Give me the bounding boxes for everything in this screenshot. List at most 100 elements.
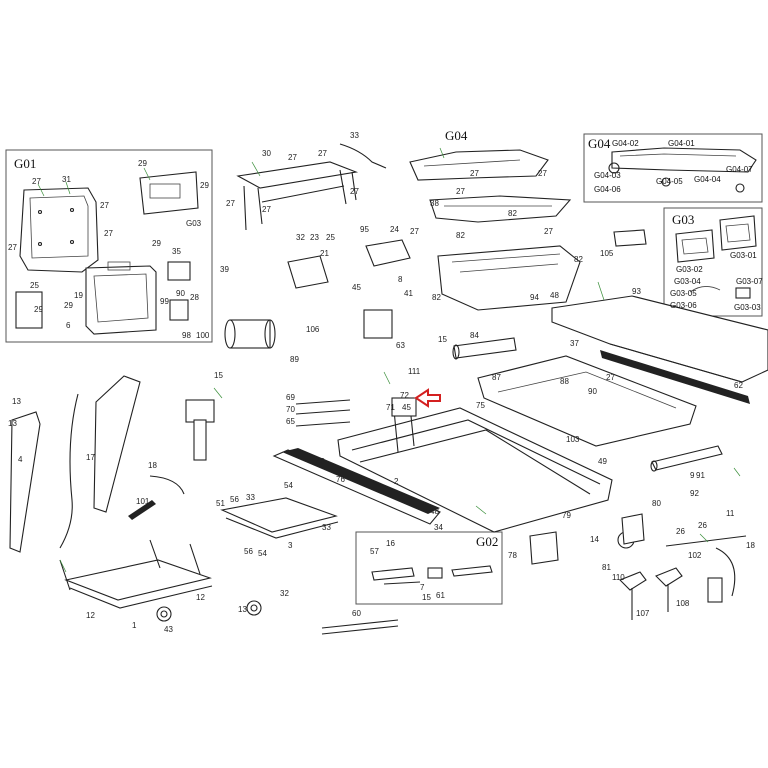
g04-02-label: G04-02 — [612, 139, 639, 148]
callout: 105 — [600, 249, 614, 258]
cross-bar-60 — [321, 619, 399, 635]
callout: 35 — [172, 247, 181, 256]
g01-plate — [15, 261, 191, 329]
deck-frame-inner — [497, 371, 677, 409]
callout: 40 — [316, 457, 325, 466]
g03-06-label: G03-06 — [670, 301, 697, 310]
callout: 33 — [350, 131, 359, 140]
callout: 33 — [322, 523, 331, 532]
motor-board — [363, 309, 393, 339]
callout: 63 — [396, 341, 405, 350]
callout: 13 — [238, 605, 247, 614]
callout: 32 — [280, 589, 289, 598]
g04-05-label: G04-05 — [656, 177, 683, 186]
g03-04-label: G03-04 — [674, 277, 701, 286]
tubes — [295, 399, 351, 427]
callout: 15 — [214, 371, 223, 380]
callout: 103 — [566, 435, 580, 444]
callout: 54 — [258, 549, 267, 558]
g03-03-label: G03-03 — [734, 303, 761, 312]
callout: 38 — [430, 199, 439, 208]
callout: 27 — [100, 201, 109, 210]
g03-01-label: G03-01 — [730, 251, 757, 260]
g04-top-label: G04 — [445, 128, 468, 143]
callout: 27 — [544, 227, 553, 236]
g01-board — [139, 171, 199, 215]
callout: 8 — [398, 275, 403, 284]
callout: 2 — [394, 477, 399, 486]
callout: 28 — [190, 293, 199, 302]
callout: 4 — [18, 455, 23, 464]
callout: 102 — [688, 551, 702, 560]
callout: 15 — [438, 335, 447, 344]
callout: 13 — [12, 397, 21, 406]
callout: 89 — [290, 355, 299, 364]
main-base-frame — [337, 397, 613, 533]
g04-label: G04 — [588, 136, 611, 151]
callout: 27 — [538, 169, 547, 178]
g03-label: G03 — [672, 212, 694, 227]
callout: 33 — [246, 493, 255, 502]
callout: 21 — [320, 249, 329, 258]
post-50 — [185, 399, 215, 461]
callout: 76 — [336, 475, 345, 484]
callout: 31 — [62, 175, 71, 184]
callout: 94 — [530, 293, 539, 302]
callout: 79 — [562, 511, 571, 520]
callout: 27 — [104, 229, 113, 238]
g04-01-label: G04-01 — [668, 139, 695, 148]
cable-18 — [149, 475, 185, 495]
callout: 75 — [476, 401, 485, 410]
callout: 26 — [698, 521, 707, 530]
handle-bar-assembly — [409, 149, 572, 223]
callout: 62 — [734, 381, 743, 390]
callout: 18 — [148, 461, 157, 470]
callout: 27 — [32, 177, 41, 186]
callout: 3 — [288, 541, 293, 550]
callout: 78 — [508, 551, 517, 560]
g04-frame — [583, 133, 763, 203]
callout: 25 — [30, 281, 39, 290]
callout: 54 — [284, 481, 293, 490]
g04-03-label: G04-03 — [594, 171, 621, 180]
g01-label: G01 — [14, 156, 36, 171]
callout: 70 — [286, 405, 295, 414]
callout: 45 — [402, 403, 411, 412]
callout: G03 — [186, 219, 202, 228]
callout: 27 — [262, 205, 271, 214]
callout: 81 — [602, 563, 611, 572]
g03-07-label: G03-07 — [736, 277, 763, 286]
callout: 27 — [318, 149, 327, 158]
highlight-arrow-icon — [414, 388, 441, 408]
callout: 12 — [86, 611, 95, 620]
g04-04-label: G04-04 — [694, 175, 721, 184]
g04-07-label: G04-07 — [726, 165, 753, 174]
callout: 95 — [360, 225, 369, 234]
callout: 11 — [726, 509, 735, 518]
callout: 16 — [386, 539, 395, 548]
callout: 82 — [508, 209, 517, 218]
callout: 92 — [690, 489, 699, 498]
callout: 9 — [690, 471, 695, 480]
support-102 — [665, 535, 747, 603]
drive-motor — [224, 319, 276, 349]
callout: 71 — [386, 403, 395, 412]
callout-numbers: 27 31 29 27 G03 29 27 27 25 29 29 19 6 2… — [8, 131, 755, 634]
callout: 82 — [574, 255, 583, 264]
callout: 17 — [86, 453, 95, 462]
base-frame-3 — [220, 497, 339, 539]
foot-frame-1 — [59, 539, 213, 609]
callout: 108 — [676, 599, 690, 608]
callout: 27 — [606, 373, 615, 382]
g02-frame — [355, 531, 503, 605]
callout: 56 — [230, 495, 239, 504]
callout: 24 — [390, 225, 399, 234]
callout: 99 — [160, 297, 169, 306]
callout: 88 — [560, 377, 569, 386]
callout: 60 — [352, 609, 361, 618]
g02-parts — [371, 565, 493, 585]
callout: 29 — [34, 305, 43, 314]
callout: 27 — [350, 187, 359, 196]
callout: 27 — [456, 187, 465, 196]
callout: 90 — [588, 387, 597, 396]
